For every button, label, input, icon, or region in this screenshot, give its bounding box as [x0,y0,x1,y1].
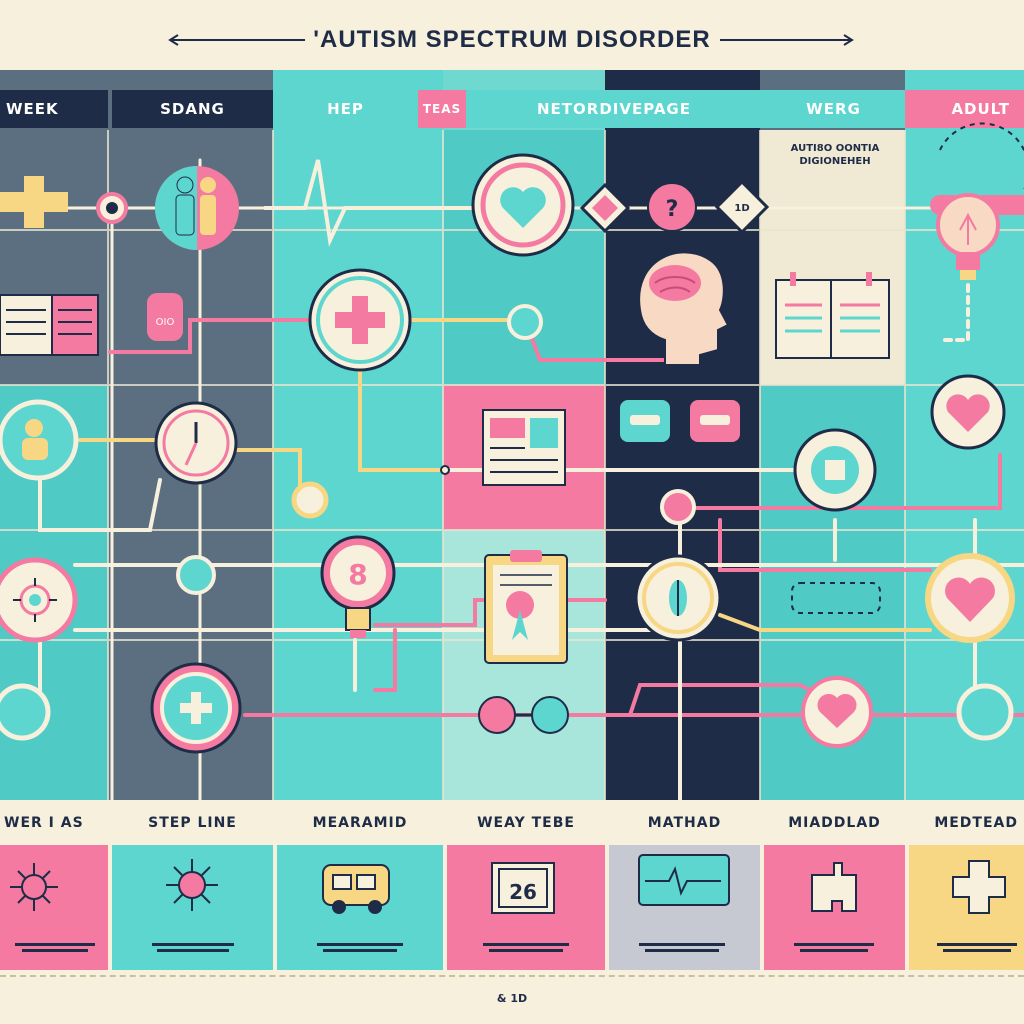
card-label-text: MIADDLAD [788,814,881,831]
diamond-node [579,182,631,234]
header-label: HEP [327,100,364,118]
header-label: WEEK [6,100,59,118]
heart-apple-icon [801,676,873,748]
header-teas: TEAS [418,90,466,128]
card-label-5: MIADDLAD [764,800,905,845]
question-icon: ? [647,182,697,232]
card-0 [0,845,108,970]
header-label: SDANG [160,100,225,118]
card-5 [764,845,905,970]
card-label-3: WEAY TEBE [447,800,605,845]
pink-node [478,696,516,734]
header-label: TEAS [422,102,462,116]
header-label: WERG [806,100,861,118]
lightbulb-icon: 8 [320,535,396,638]
svg-text:OIO: OIO [156,317,175,328]
bulb-number: 8 [348,558,367,591]
title-arrows [168,34,854,46]
card-label-1: STEP LINE [112,800,273,845]
title-bar: 'AUTISM SPECTRUM DISORDER [0,0,1024,70]
adult-label: AUTI8O OONTIA DIGIONEHEH [775,142,895,168]
footer-divider [0,975,1024,977]
card-4 [609,845,760,970]
heart-badge-icon [471,153,575,257]
virus-icon [0,557,78,643]
heart-large-icon [925,553,1015,643]
virus-icon [10,863,95,952]
card-label-text: MEDTEAD [934,814,1018,831]
card-label-6: MEDTEAD [909,800,1024,845]
lightbulb-idea-icon [936,122,1024,280]
card-label-0: WER I AS [0,800,108,845]
teal-node-link [531,696,569,734]
person-icon [155,166,239,250]
question-label: ? [666,197,679,222]
card-2 [277,845,443,970]
card-label-4: MATHAD [609,800,760,845]
child-icon [0,399,79,481]
teal-node [0,683,51,741]
pink-node-small [660,489,696,525]
heart-icon [930,374,1006,450]
calendar-icon: 26 [483,862,569,952]
plus-circle-icon [150,662,242,754]
adult-label-text: AUTI8O OONTIA DIGIONEHEH [790,143,880,167]
card-label-text: STEP LINE [148,814,237,831]
header-werg: WERG [762,90,905,128]
notebook-icon [775,272,890,359]
card-label-2: MEARAMID [277,800,443,845]
card-label-text: WEAY TEBE [477,814,575,831]
puzzle-icon [794,862,874,952]
medical-cross-icon [308,268,412,372]
card-label-text: MEARAMID [312,814,408,831]
dashed-connector [791,582,881,614]
yellow-node [291,481,329,519]
pill-icon [634,554,722,642]
card-label-text: WER I AS [4,814,84,831]
document-icon [482,409,566,486]
header-hep: HEP [273,90,418,128]
card-3: 26 [447,845,605,970]
footer-label: & 1D [496,992,528,1005]
teal-node-mid [507,304,543,340]
calendar-number: 26 [509,880,537,904]
header-label: NETORDIVEPAGE [536,100,691,118]
clock-icon [154,401,238,485]
card-label-text: MATHAD [647,814,722,831]
plus-icon [0,176,68,228]
header-adult: ADULT [905,90,1024,128]
bus-icon [317,864,403,952]
virus-icon [152,859,234,952]
header-week: WEEK [0,90,108,128]
header-sdang: SDANG [112,90,273,128]
card-1 [112,845,273,970]
card-6 [909,845,1024,970]
header-label: ADULT [951,100,1010,118]
heart-monitor-icon [638,854,730,952]
page-title: 'AUTISM SPECTRUM DISORDER [313,26,711,53]
brain-head-icon [638,251,730,366]
diamond-label-node: 1D [714,179,770,235]
book-icon [0,294,99,356]
teal-node-end [956,683,1014,741]
diamond-label: 1D [734,203,749,214]
header-neuro: NETORDIVEPAGE [466,90,762,128]
plus-icon [937,860,1017,952]
toggle-chips [620,400,740,442]
puzzle-icon [793,428,877,512]
teal-node-small [176,555,216,595]
clipboard-icon [484,550,568,664]
chat-bubble-icon: OIO [147,293,183,341]
